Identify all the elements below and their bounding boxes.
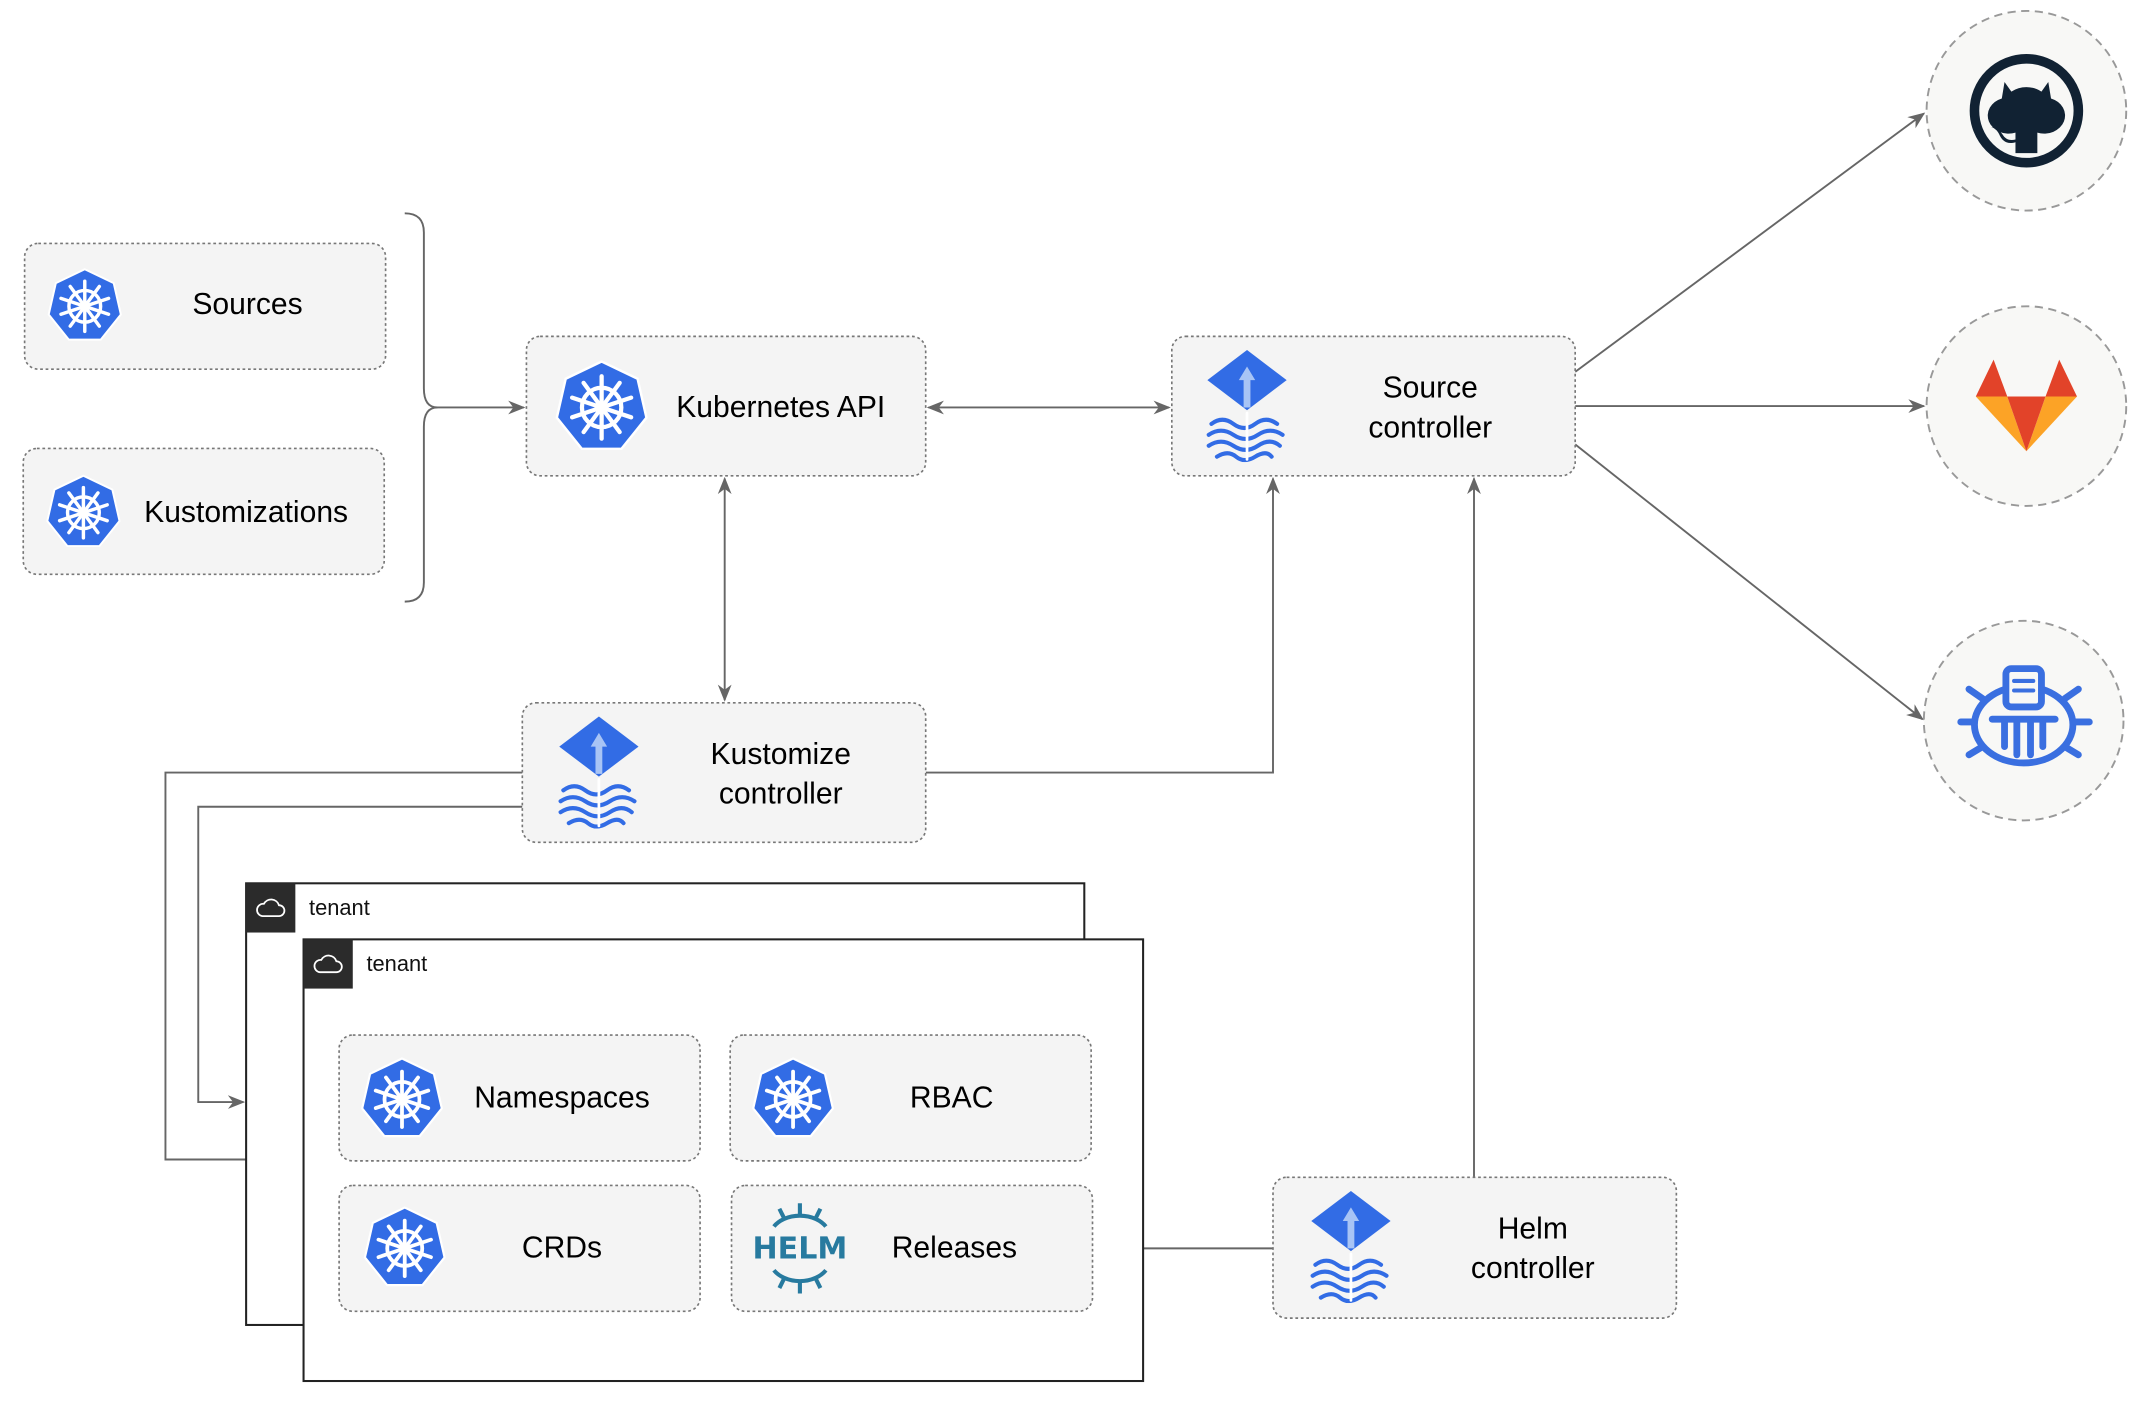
node-label-line2: controller — [1368, 411, 1492, 444]
node-kubernetes-api[interactable]: Kubernetes API — [525, 335, 927, 477]
edge-kustomize-to-tenant-back — [197, 805, 523, 1109]
node-label-line1: Helm — [1498, 1213, 1568, 1246]
node-label: RBAC — [910, 1081, 994, 1114]
bucket-icon — [1957, 665, 2093, 767]
node-label: Kustomizations — [144, 496, 348, 529]
tenant-label: tenant — [309, 895, 370, 920]
helm-icon: HELM — [752, 1203, 847, 1294]
node-label: Kubernetes API — [676, 391, 885, 424]
node-label: Releases — [892, 1232, 1017, 1265]
node-label-line1: Source — [1383, 372, 1478, 405]
node-label: Sources — [192, 288, 302, 321]
edge-source-to-github — [1574, 112, 1926, 373]
node-crds[interactable]: CRDs — [338, 1184, 701, 1313]
helm-logo-text: HELM — [752, 1231, 847, 1266]
node-kustomizations[interactable]: Kustomizations — [22, 447, 386, 576]
node-source-controller[interactable]: Source controller — [1170, 335, 1577, 477]
external-github[interactable] — [1925, 9, 2128, 212]
node-releases[interactable]: HELM Releases — [730, 1184, 1094, 1313]
node-label: CRDs — [522, 1232, 602, 1265]
node-label: Namespaces — [474, 1081, 650, 1114]
gitlab-icon — [1975, 359, 2077, 452]
edge-source-to-bucket — [1574, 443, 1924, 721]
node-label-line1: Kustomize — [711, 738, 851, 771]
external-bucket[interactable] — [1922, 619, 2125, 822]
node-kustomize-controller[interactable]: Kustomize controller — [521, 701, 927, 844]
node-helm-controller[interactable]: Helm controller — [1272, 1176, 1678, 1319]
github-icon — [1969, 54, 2084, 168]
node-label-line2: controller — [719, 778, 843, 811]
tenant-label: tenant — [366, 951, 427, 976]
node-namespaces[interactable]: Namespaces — [338, 1034, 701, 1162]
edge-kustomize-to-source — [925, 476, 1280, 774]
edge-kustomize-to-tenant-front — [164, 771, 523, 1167]
node-rbac[interactable]: RBAC — [729, 1034, 1092, 1162]
external-gitlab[interactable] — [1925, 305, 2128, 507]
node-label-line2: controller — [1471, 1252, 1595, 1285]
node-sources[interactable]: Sources — [23, 242, 387, 371]
grouping-brace — [404, 212, 438, 603]
